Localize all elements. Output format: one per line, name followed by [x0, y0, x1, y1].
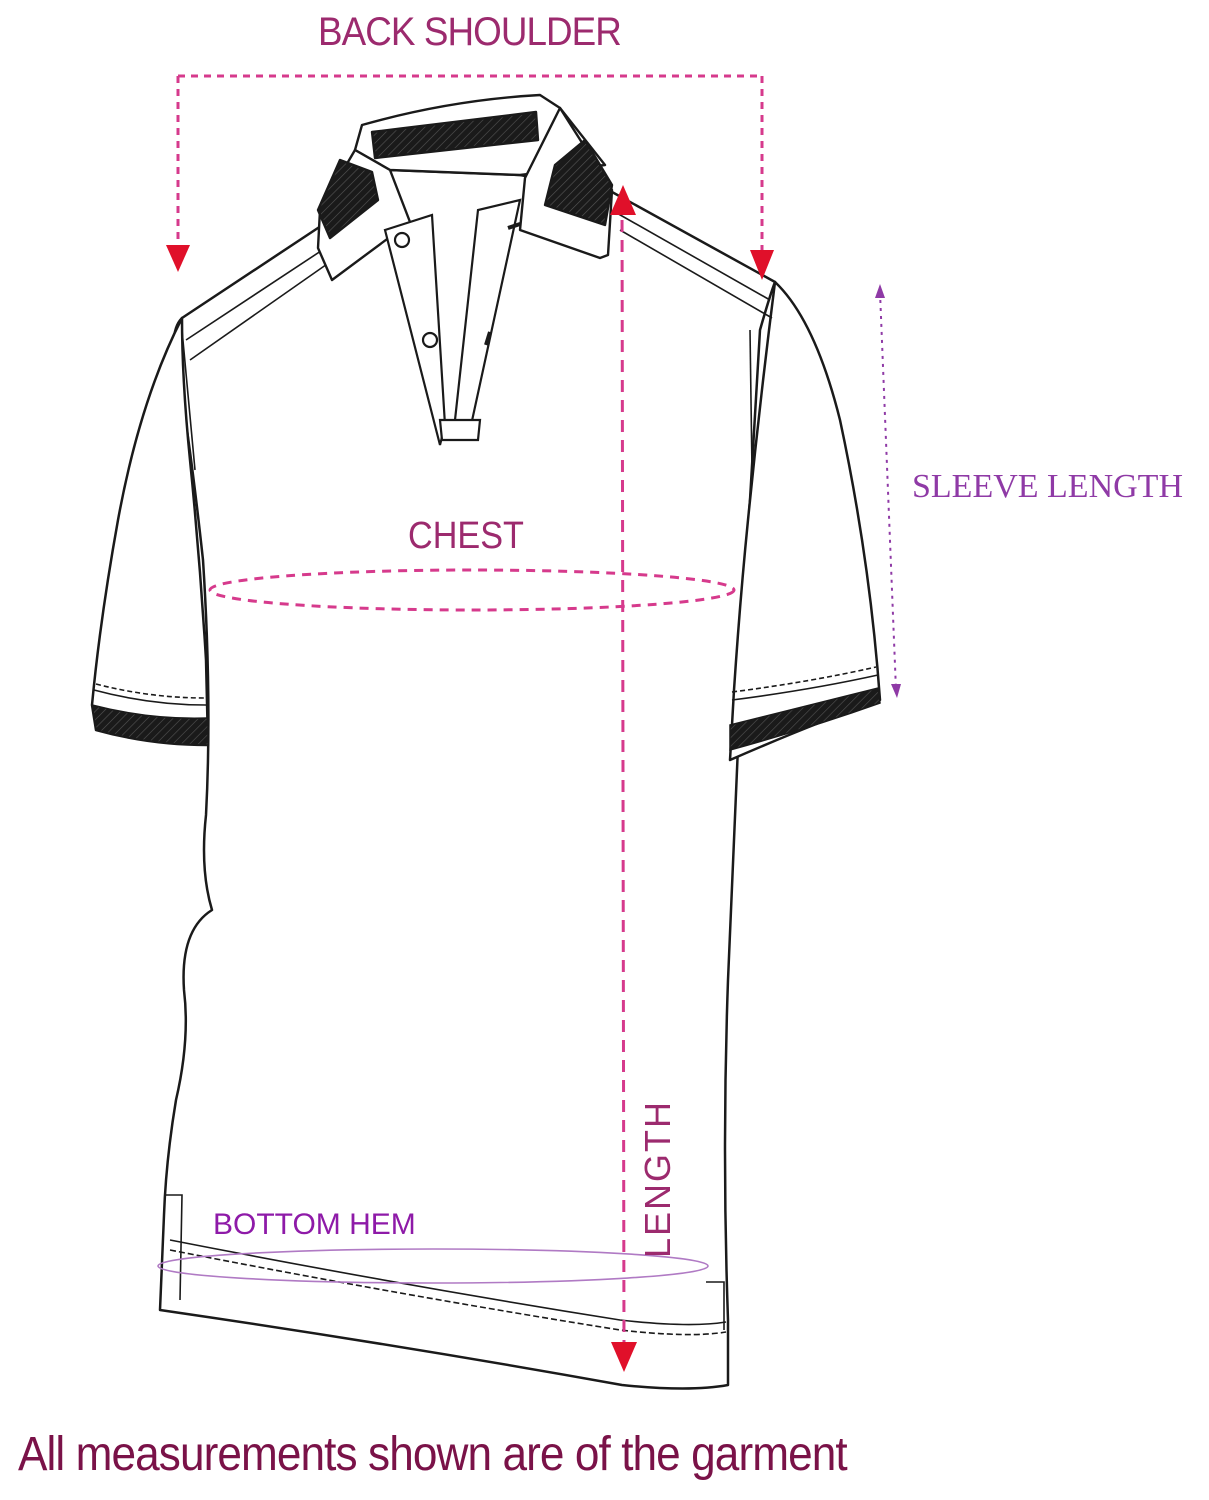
sleeve-length-measure: [875, 284, 901, 698]
right-shoulder-arrow: [750, 250, 774, 280]
seam-lines: [93, 211, 879, 1336]
collar-right-stripe: [543, 138, 614, 227]
left-cuff-stripe: [91, 703, 209, 746]
footer-note: All measurements shown are of the garmen…: [18, 1428, 848, 1481]
bottom-hem-label: BOTTOM HEM: [213, 1208, 416, 1241]
chest-label: CHEST: [408, 515, 524, 557]
length-bottom-arrow: [611, 1342, 637, 1372]
chest-measure-ellipse: [208, 568, 736, 612]
collar-left-stripe: [316, 158, 380, 240]
back-shoulder-measure: [166, 74, 774, 280]
sleeve-top-arrow: [875, 284, 885, 298]
right-cuff-stripe: [729, 687, 881, 751]
sleeve-length-label: SLEEVE LENGTH: [912, 468, 1184, 505]
collar: [316, 93, 614, 282]
placket: [383, 198, 522, 446]
length-measure: [610, 185, 637, 1372]
collar-band-stripe: [370, 110, 540, 160]
sleeve-bottom-arrow: [891, 684, 901, 698]
length-top-arrow: [610, 185, 636, 215]
length-label: LENGTH: [637, 1100, 678, 1259]
back-shoulder-label: BACK SHOULDER: [318, 10, 622, 54]
left-shoulder-arrow: [166, 245, 190, 272]
shirt-outline: [90, 168, 882, 1390]
button-1: [393, 231, 411, 249]
button-2: [421, 331, 439, 349]
bottom-hem-ellipse: [157, 1248, 709, 1284]
